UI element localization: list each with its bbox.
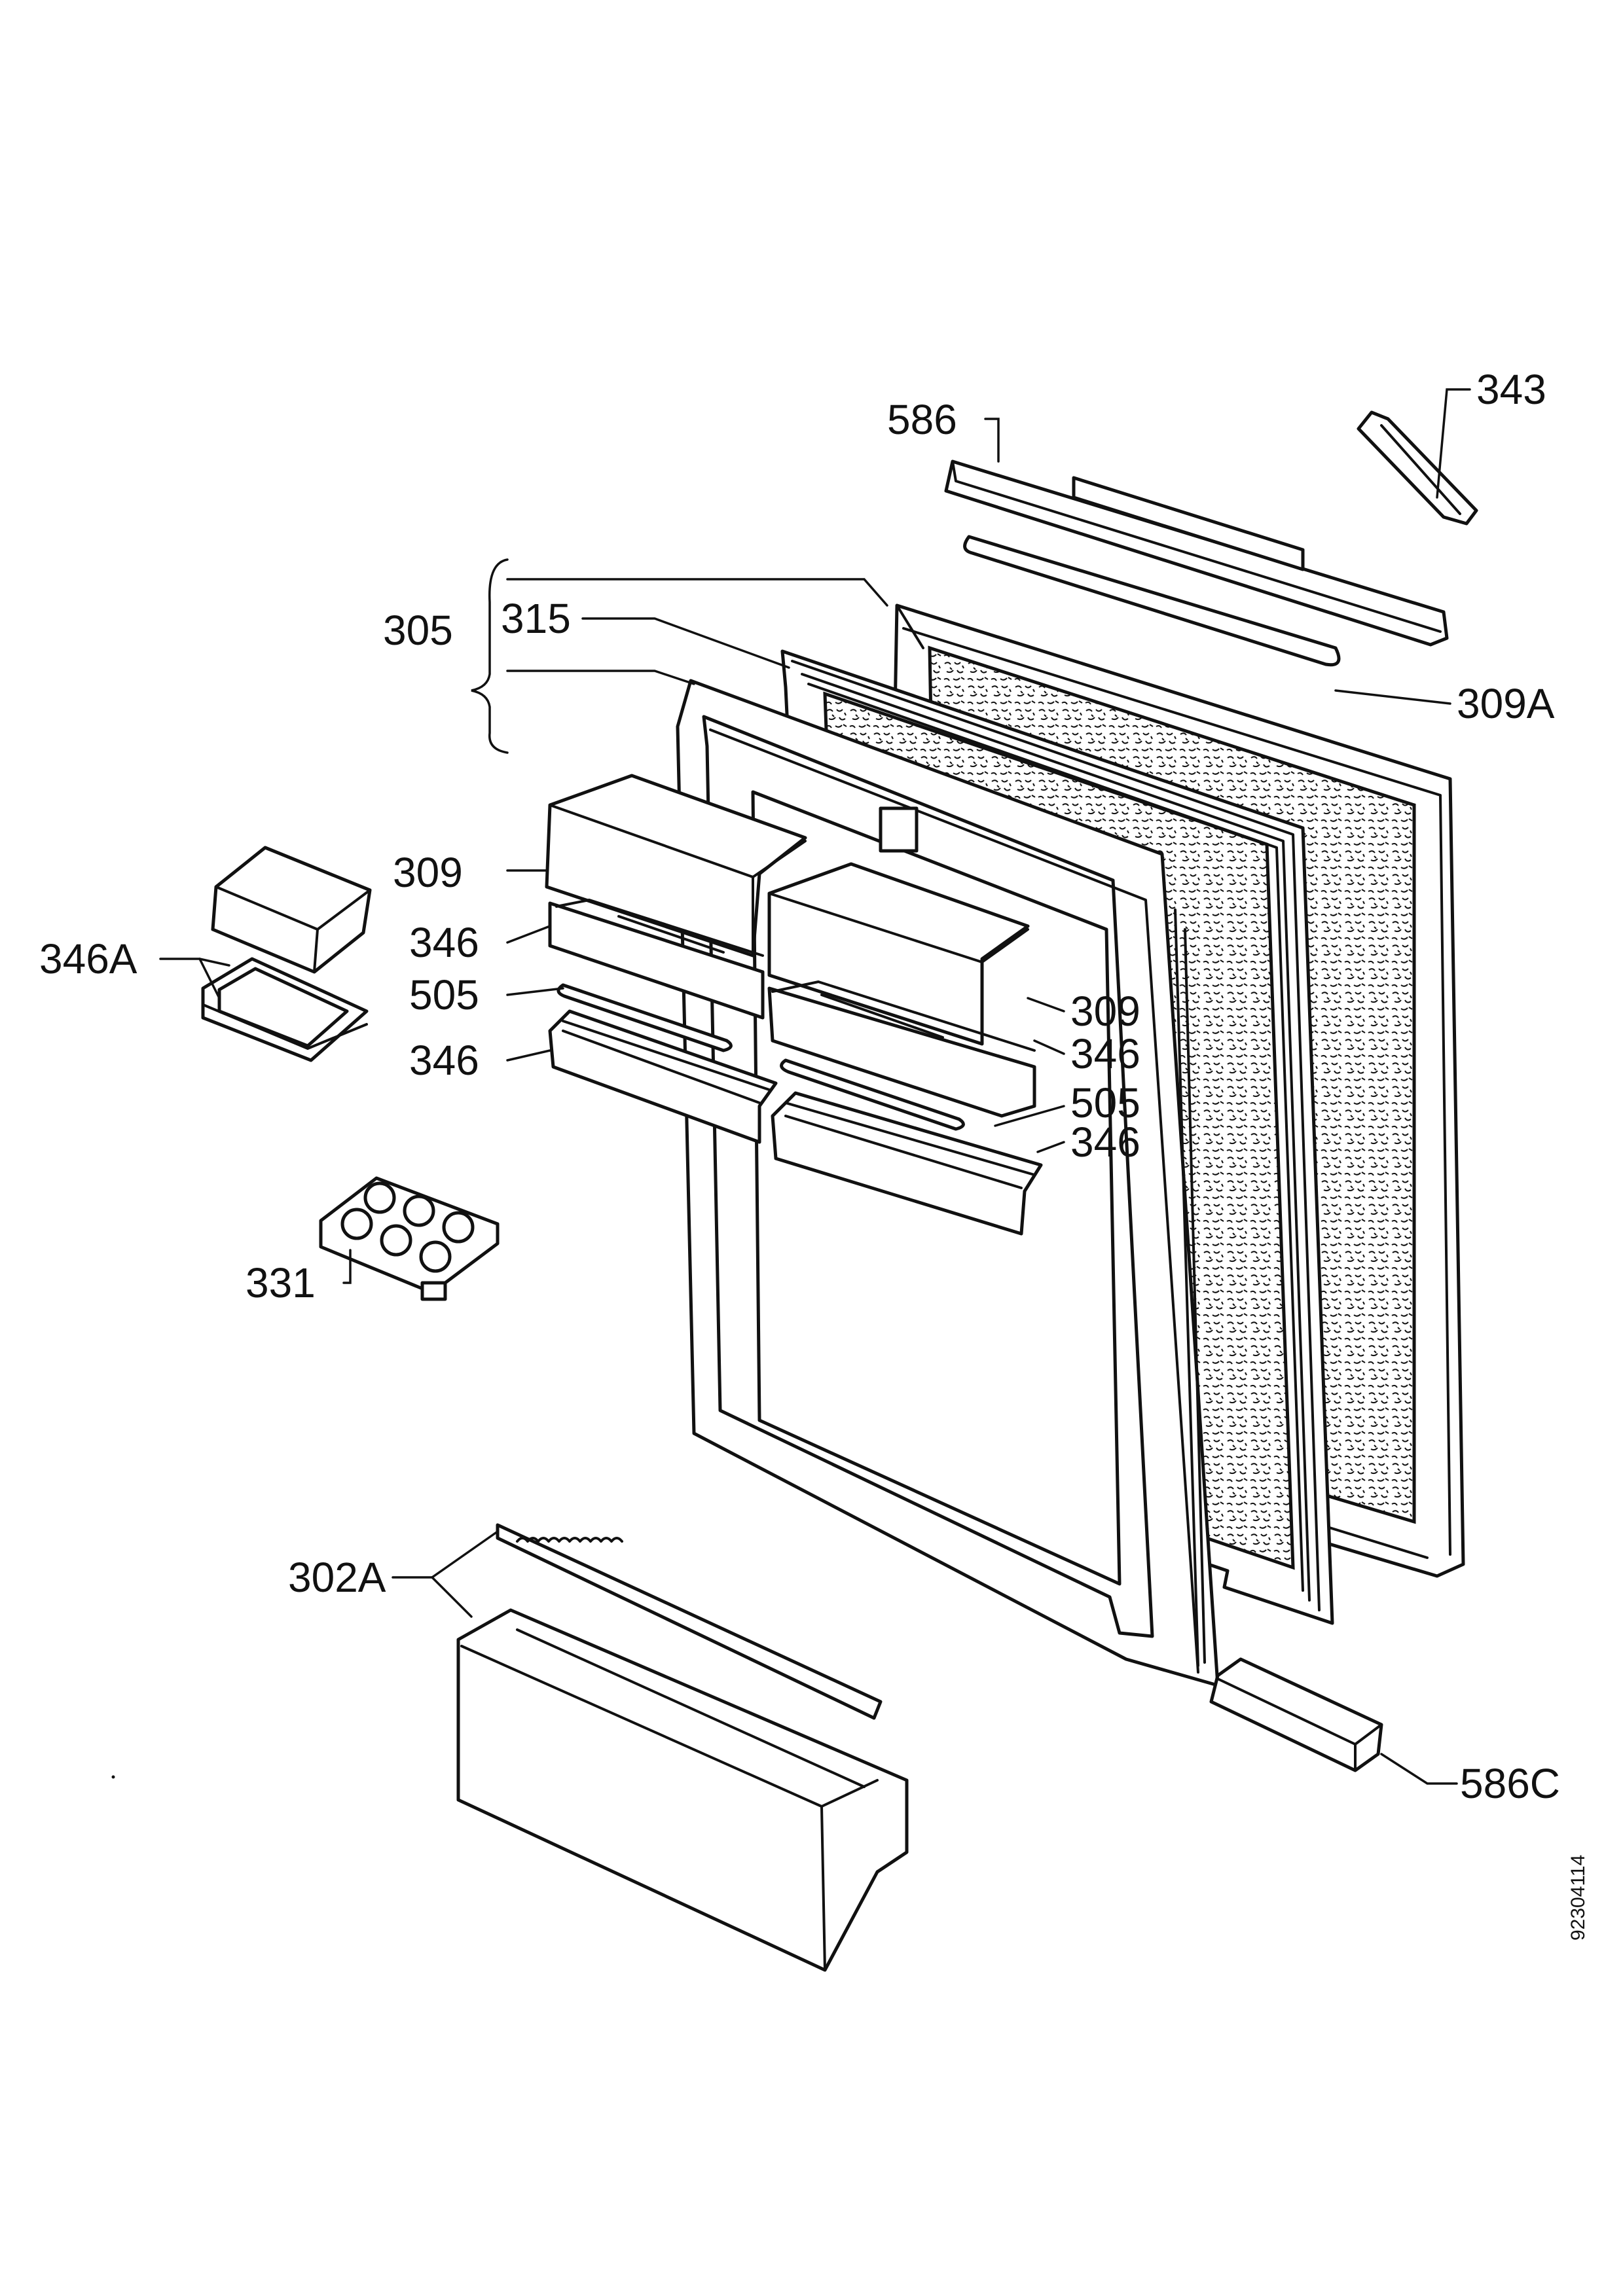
label-343: 343 [1476,366,1546,413]
label-346-right-lower: 346 [1070,1119,1140,1166]
label-346-left-upper: 346 [409,919,479,966]
bottom-hinge-bracket [1209,1657,1383,1772]
hinge-plate [1357,410,1478,526]
right-retainer-bar [780,1058,965,1131]
label-305: 305 [383,607,453,654]
left-lower-shelf [548,1009,778,1144]
door-rail [963,535,1341,667]
top-hinge-bar [944,459,1449,647]
document-number: 92304114 [1567,1855,1589,1941]
storage-box-with-tray [201,846,372,1062]
part-labels: 586 343 305 315 309A 309 346 505 346 346… [39,366,1560,1807]
right-lower-shelf [771,1091,1043,1236]
left-upper-shelf [548,899,765,1020]
label-309a: 309A [1457,680,1555,727]
label-302a: 302A [288,1554,386,1601]
stray-dot [111,1775,115,1779]
label-586: 586 [887,396,957,443]
label-505-right: 505 [1070,1079,1140,1126]
leader-lines [159,388,1471,1785]
label-346a: 346A [39,935,137,982]
bottle-retainer-bar [496,1523,883,1720]
right-butter-box [767,862,1030,1046]
label-331: 331 [246,1259,316,1306]
label-586c: 586C [1460,1760,1560,1807]
label-346-right-upper: 346 [1070,1030,1140,1077]
left-butter-box [545,774,807,958]
label-315: 315 [501,595,571,642]
label-505-left: 505 [409,971,479,1018]
label-346-left-lower: 346 [409,1037,479,1084]
right-upper-shelf [767,980,1036,1118]
bottle-shelf [456,1608,909,1972]
label-309-right: 309 [1070,988,1140,1035]
label-309-left: 309 [393,849,463,896]
egg-tray [319,1176,500,1301]
